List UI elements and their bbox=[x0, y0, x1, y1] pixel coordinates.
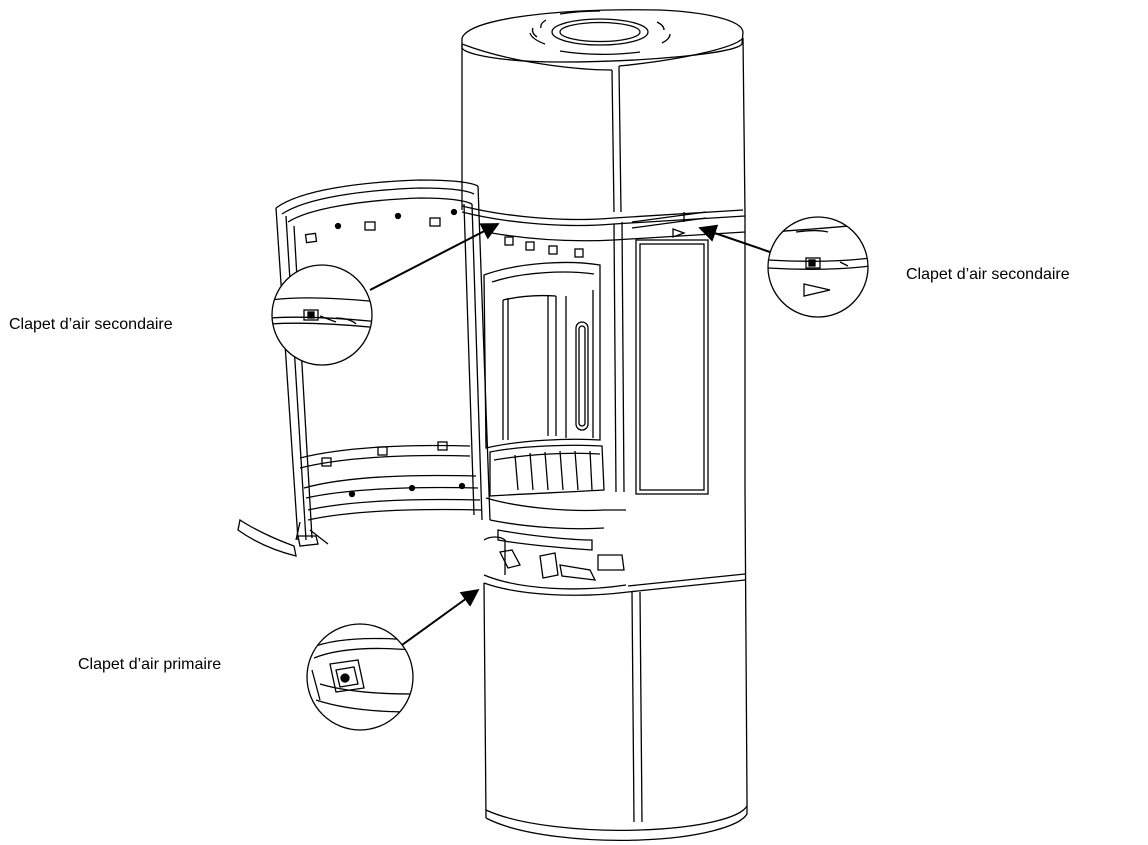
arrow-secondary-left bbox=[369, 223, 500, 291]
detail-circle-primary bbox=[306, 623, 414, 731]
open-door bbox=[237, 179, 491, 557]
detail-circle-secondary-right bbox=[767, 216, 869, 318]
detail-circle-secondary-left bbox=[271, 264, 373, 366]
callout-arrows bbox=[369, 223, 771, 646]
arrow-primary bbox=[401, 588, 480, 646]
callout-label-secondary-air-right: Clapet d’air secondaire bbox=[906, 266, 1070, 283]
arrow-secondary-right bbox=[698, 224, 771, 253]
callout-label-primary-air: Clapet d’air primaire bbox=[78, 656, 222, 673]
stove-body bbox=[461, 9, 748, 841]
callout-label-secondary-air-left: Clapet d’air secondaire bbox=[9, 316, 173, 333]
